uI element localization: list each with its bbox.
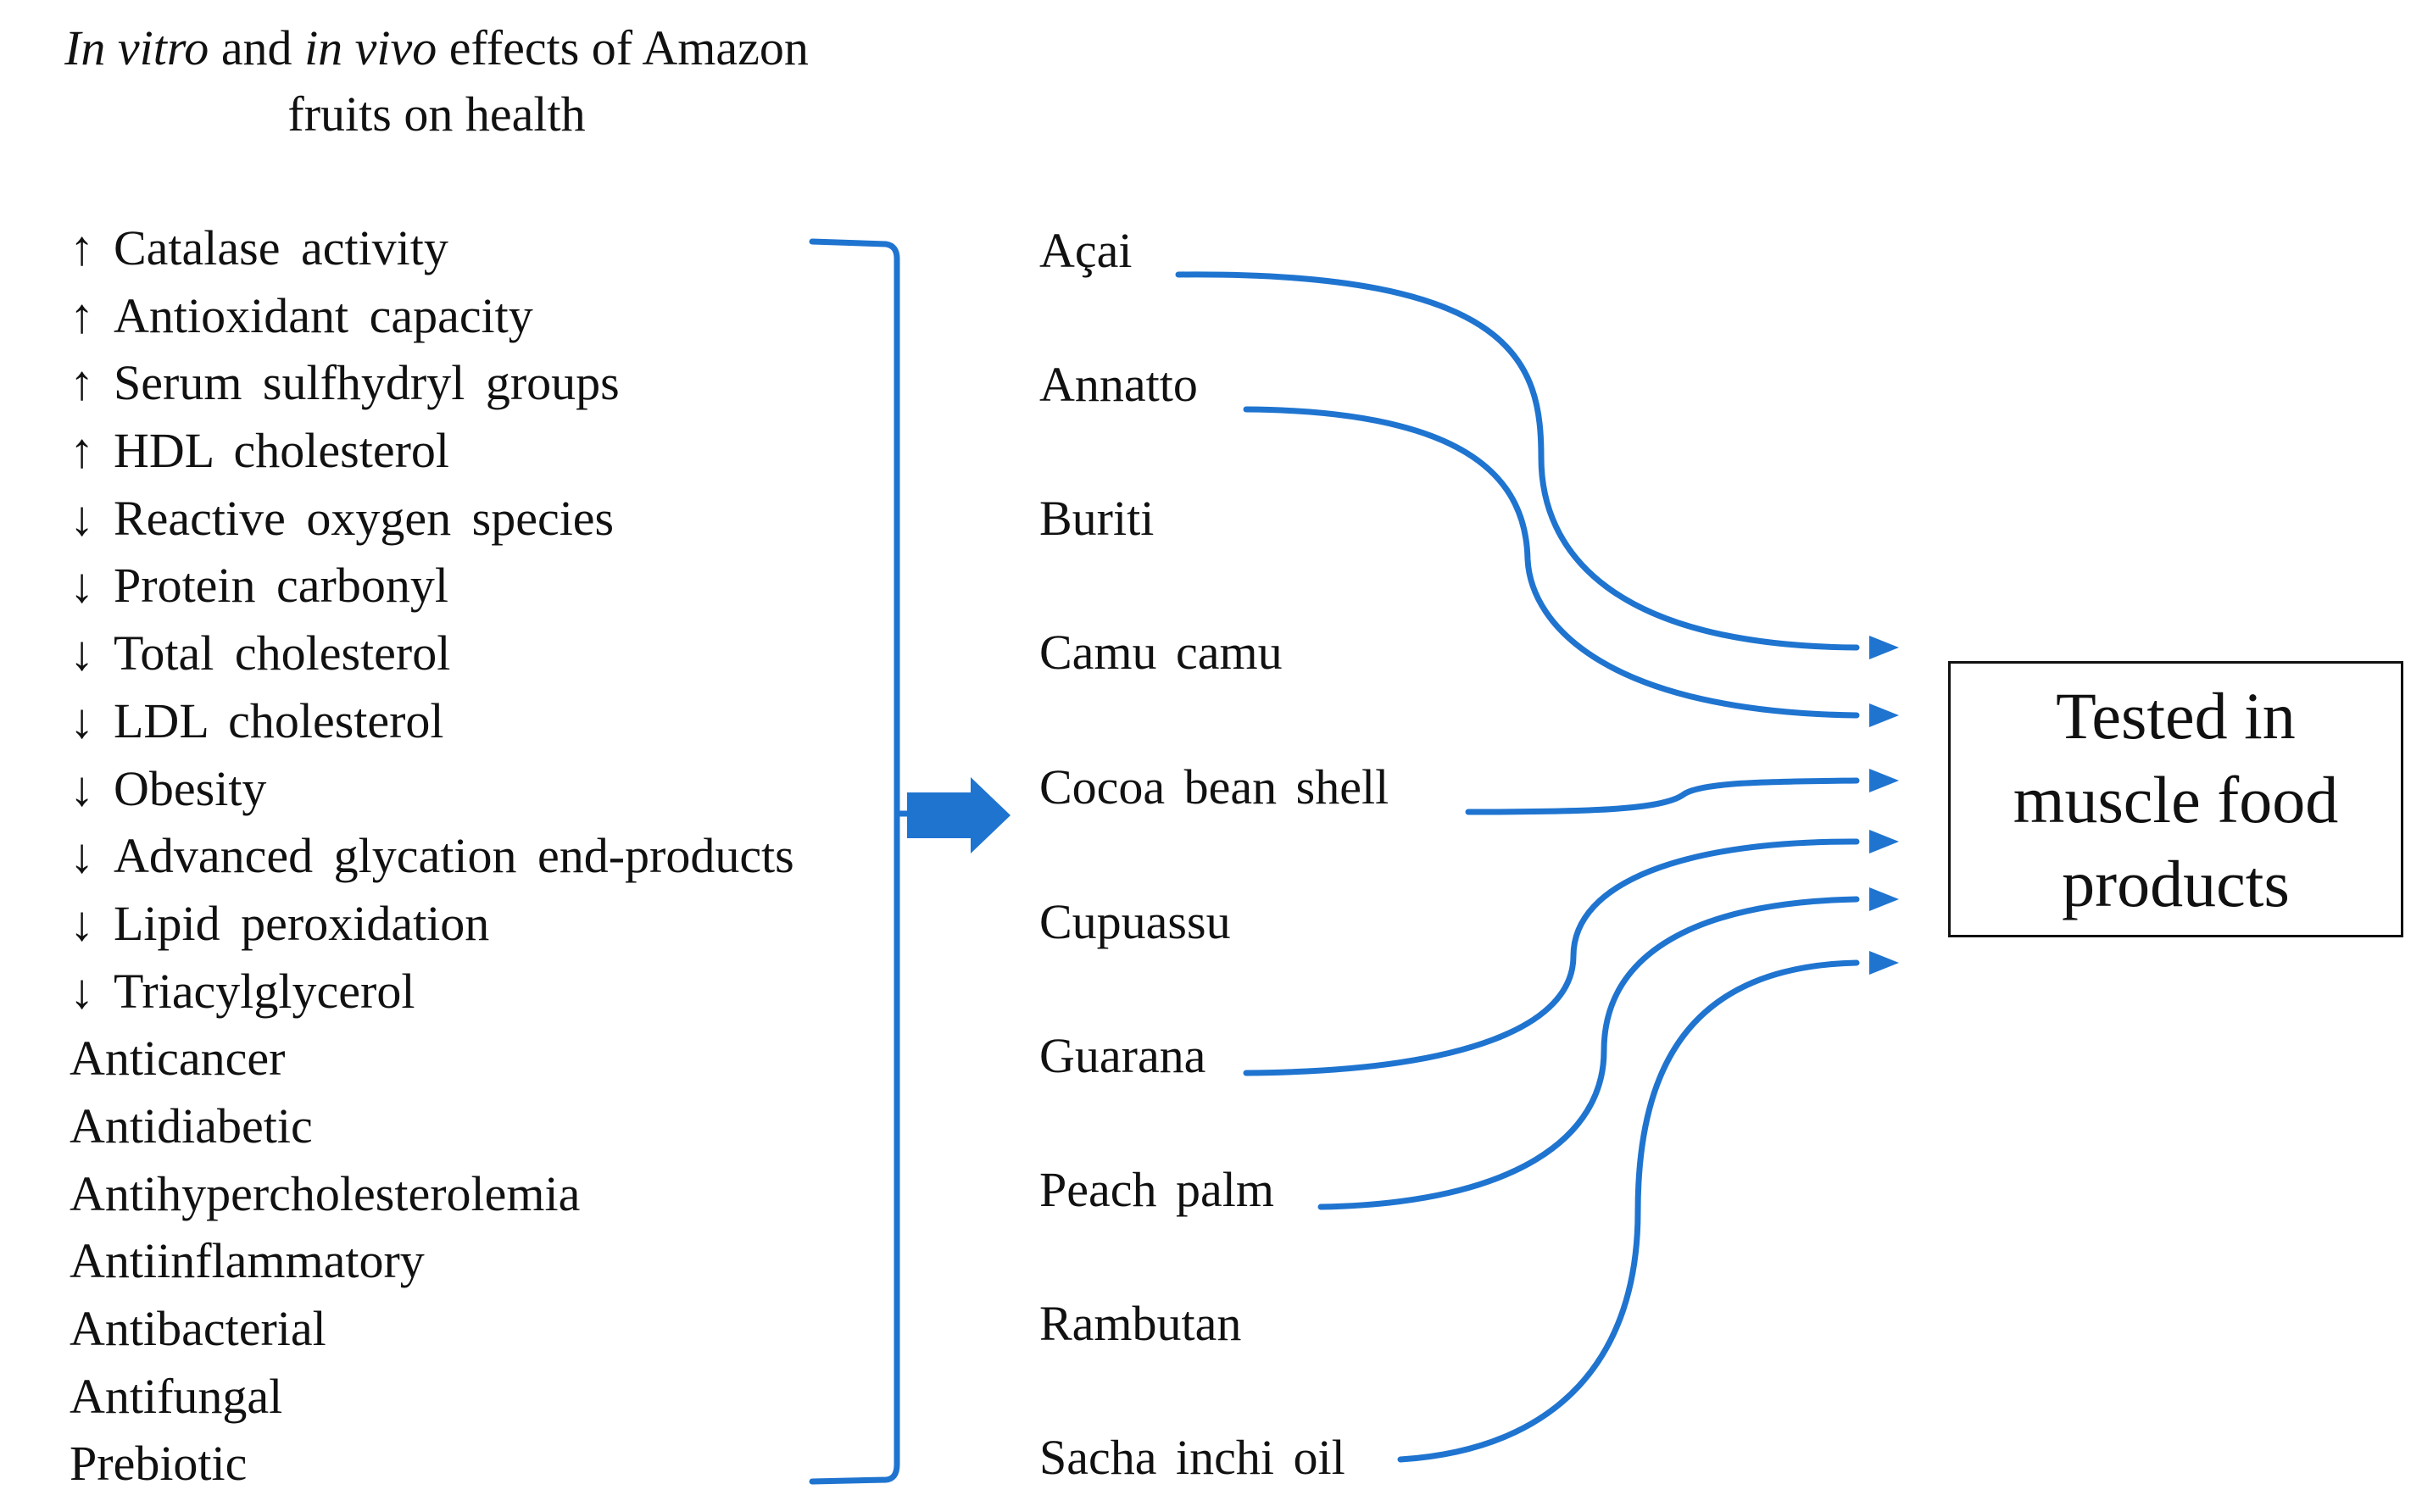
health-effect-label: Total cholesterol <box>114 625 451 681</box>
health-effect-label: Serum sulfhydryl groups <box>114 355 620 411</box>
health-effect-item: Antifungal <box>70 1363 794 1431</box>
decrease-arrow-icon: ↓ <box>70 490 94 546</box>
health-effect-item: Antidiabetic <box>70 1092 794 1160</box>
title-in-vivo: in vivo <box>304 20 437 75</box>
health-effect-label: Anticancer <box>70 1031 286 1087</box>
fruit-label: Rambutan <box>1039 1296 1242 1351</box>
title-and: and <box>209 20 305 75</box>
health-effect-label: Obesity <box>114 760 267 816</box>
effects-bracket <box>809 238 900 1485</box>
result-line-1: Tested in <box>2056 678 2296 753</box>
diagram-title: In vitro and in vivo effects of Amazon f… <box>0 15 873 147</box>
connector-guarana <box>1243 838 1860 1076</box>
health-effect-label: Prebiotic <box>70 1436 248 1492</box>
decrease-arrow-icon: ↓ <box>70 963 94 1019</box>
health-effect-label: LDL cholesterol <box>114 692 444 748</box>
health-effect-label: Antioxidant capacity <box>114 287 533 343</box>
health-effect-label: Triacylglycerol <box>114 963 415 1019</box>
health-effect-item: ↓ Total cholesterol <box>70 620 794 687</box>
bracket-arrow-head <box>907 777 1011 853</box>
increase-arrow-icon: ↑ <box>70 423 94 479</box>
health-effect-label: Antibacterial <box>70 1301 326 1356</box>
health-effect-label: Antiinflammatory <box>70 1233 425 1289</box>
health-effect-label: Catalase activity <box>114 220 448 275</box>
health-effect-item: Antibacterial <box>70 1295 794 1363</box>
decrease-arrow-icon: ↓ <box>70 692 94 748</box>
fruit-label: Cocoa bean shell <box>1039 759 1389 814</box>
health-effects-list: ↑Catalase activity↑Antioxidant capacity↑… <box>70 214 794 1498</box>
decrease-arrow-icon: ↓ <box>70 895 94 951</box>
fruit-label: Camu camu <box>1039 625 1283 680</box>
health-effect-item: Prebiotic <box>70 1430 794 1498</box>
result-box: Tested in muscle food products <box>1948 661 2403 937</box>
health-effect-label: Antihypercholesterolemia <box>70 1165 581 1221</box>
fruit-label: Peach palm <box>1039 1162 1274 1217</box>
health-effect-item: Antihypercholesterolemia <box>70 1160 794 1228</box>
health-effect-item: ↓ Triacylglycerol <box>70 958 794 1026</box>
result-line-3: products <box>2062 846 2290 920</box>
health-effect-label: HDL cholesterol <box>114 423 450 479</box>
health-effect-item: Antiinflammatory <box>70 1227 794 1295</box>
title-line-1: In vitro and in vivo effects of Amazon <box>0 15 873 81</box>
health-effect-label: Advanced glycation end-products <box>114 828 794 884</box>
health-effect-item: ↑ Serum sulfhydryl groups <box>70 349 794 417</box>
health-effect-item: ↓ Protein carbonyl <box>70 552 794 620</box>
decrease-arrow-icon: ↓ <box>70 558 94 614</box>
fruit-label: Açai <box>1039 223 1133 278</box>
health-effect-item: Anticancer <box>70 1025 794 1092</box>
health-effect-label: Reactive oxygen species <box>114 490 615 546</box>
fruit-label: Sacha inchi oil <box>1039 1430 1345 1485</box>
health-effect-item: ↑ Catalase activity <box>70 214 794 282</box>
health-effect-label: Antidiabetic <box>70 1098 313 1153</box>
health-effect-item: ↓ Reactive oxygen species <box>70 485 794 553</box>
health-effect-label: Lipid peroxidation <box>114 895 490 951</box>
fruit-label: Guarana <box>1039 1028 1206 1083</box>
health-effect-item: ↓ Obesity <box>70 755 794 823</box>
fruit-label: Annatto <box>1039 357 1198 412</box>
increase-arrow-icon: ↑ <box>70 287 94 343</box>
arrowhead-guarana <box>1869 830 1899 853</box>
arrowhead-acai <box>1869 636 1899 659</box>
health-effect-label: Antifungal <box>70 1368 283 1424</box>
arrowhead-annatto <box>1869 703 1899 727</box>
health-effect-item: ↓ Advanced glycation end-products <box>70 822 794 890</box>
health-effect-item: ↓ Lipid peroxidation <box>70 890 794 958</box>
arrowhead-sacha-inchi-oil <box>1869 951 1899 975</box>
connector-annatto <box>1243 406 1860 719</box>
fruit-label: Cupuassu <box>1039 894 1231 949</box>
decrease-arrow-icon: ↓ <box>70 625 94 681</box>
result-line-2: muscle food <box>2013 762 2339 837</box>
health-effect-item: ↑ HDL cholesterol <box>70 417 794 485</box>
health-effect-label: Protein carbonyl <box>114 558 448 614</box>
connector-sacha-inchi-oil <box>1397 959 1860 1463</box>
arrowhead-peach-palm <box>1869 887 1899 911</box>
connector-peach-palm <box>1317 896 1860 1210</box>
health-effect-item: ↑ Antioxidant capacity <box>70 282 794 350</box>
connector-cocoa-bean-shell <box>1465 777 1860 815</box>
connector-acai <box>1175 271 1860 651</box>
title-in-vitro: In vitro <box>64 20 209 75</box>
decrease-arrow-icon: ↓ <box>70 828 94 884</box>
title-effects-of-amazon: effects of Amazon <box>437 20 809 75</box>
increase-arrow-icon: ↑ <box>70 355 94 411</box>
fruit-label: Buriti <box>1039 491 1155 546</box>
decrease-arrow-icon: ↓ <box>70 760 94 816</box>
increase-arrow-icon: ↑ <box>70 220 94 275</box>
title-line-2: fruits on health <box>287 86 586 142</box>
health-effect-item: ↓ LDL cholesterol <box>70 687 794 755</box>
arrowhead-cocoa-bean-shell <box>1869 769 1899 792</box>
